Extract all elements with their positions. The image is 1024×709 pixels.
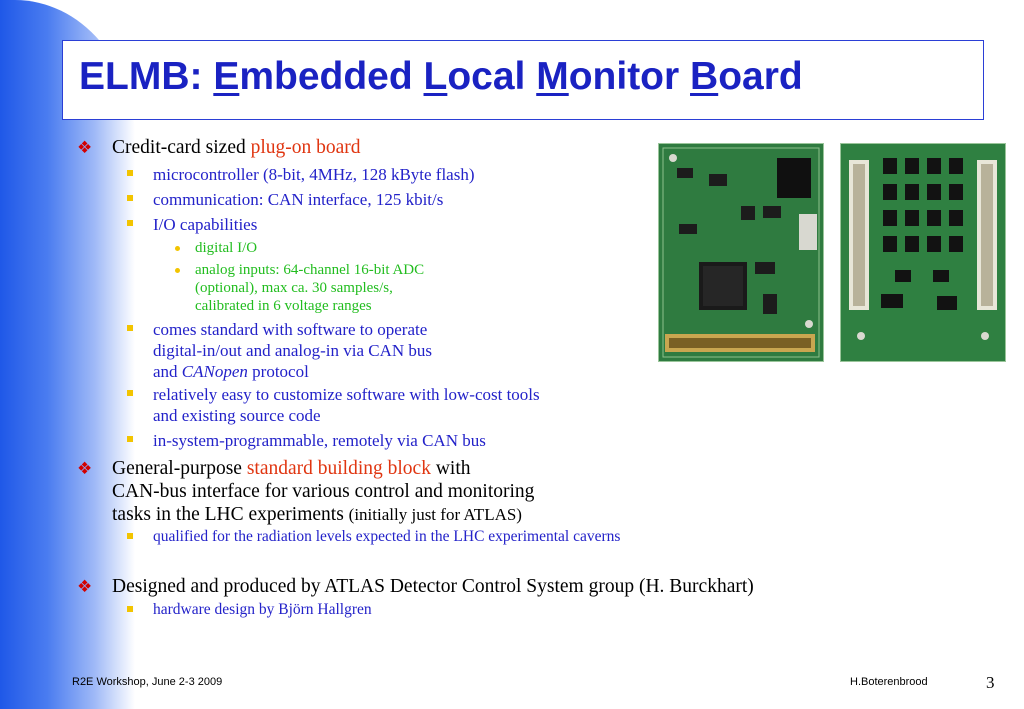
footer-author: H.Boterenbrood bbox=[850, 676, 928, 688]
bullet-general-purpose: ❖ General-purpose standard building bloc… bbox=[77, 458, 471, 479]
sub-bullet-communication: communication: CAN interface, 125 kbit/s bbox=[127, 190, 443, 210]
square-bullet-icon bbox=[127, 436, 133, 442]
software-continuation-2: and CANopen protocol bbox=[153, 362, 309, 381]
sub-sub-bullet-analog: analog inputs: 64-channel 16-bit ADC bbox=[175, 262, 424, 279]
square-bullet-icon bbox=[127, 170, 133, 176]
sub-bullet-software: comes standard with software to operate bbox=[127, 320, 427, 340]
page-number: 3 bbox=[986, 673, 995, 692]
bullet-designed-by: ❖Designed and produced by ATLAS Detector… bbox=[77, 576, 754, 597]
footer-event: R2E Workshop, June 2-3 2009 bbox=[72, 676, 223, 688]
sub-bullet-microcontroller: microcontroller (8-bit, 4MHz, 128 kByte … bbox=[127, 165, 475, 185]
diamond-bullet-icon: ❖ bbox=[77, 577, 93, 597]
analog-continuation-2: calibrated in 6 voltage ranges bbox=[195, 298, 372, 314]
elmb-board-top-photo bbox=[658, 143, 824, 362]
bullet-credit-card: ❖ Credit-card sized plug-on board bbox=[77, 137, 361, 158]
square-bullet-icon bbox=[127, 606, 133, 612]
dot-bullet-icon bbox=[175, 268, 180, 273]
sub-bullet-isp: in-system-programmable, remotely via CAN… bbox=[127, 431, 486, 451]
analog-continuation-1: (optional), max ca. 30 samples/s, bbox=[195, 280, 393, 296]
diamond-bullet-icon: ❖ bbox=[77, 138, 93, 158]
title-frame: ELMB: Embedded Local Monitor Board bbox=[62, 40, 984, 120]
square-bullet-icon bbox=[127, 325, 133, 331]
sub-sub-bullet-digital: digital I/O bbox=[175, 240, 257, 257]
square-bullet-icon bbox=[127, 220, 133, 226]
customize-continuation: and existing source code bbox=[153, 406, 321, 425]
software-continuation-1: digital-in/out and analog-in via CAN bus bbox=[153, 341, 433, 360]
general-purpose-continuation-2: tasks in the LHC experiments (initially … bbox=[112, 504, 522, 525]
dot-bullet-icon bbox=[175, 246, 180, 251]
square-bullet-icon bbox=[127, 533, 133, 539]
elmb-board-bottom-photo bbox=[840, 143, 1006, 362]
sub-bullet-customize: relatively easy to customize software wi… bbox=[127, 385, 540, 405]
sub-bullet-hardware: hardware design by Björn Hallgren bbox=[127, 601, 372, 619]
slide-title: ELMB: Embedded Local Monitor Board bbox=[79, 55, 803, 98]
general-purpose-continuation-1: CAN-bus interface for various control an… bbox=[112, 481, 535, 502]
sub-bullet-io: I/O capabilities bbox=[127, 215, 257, 235]
sub-bullet-radiation: qualified for the radiation levels expec… bbox=[127, 528, 620, 546]
square-bullet-icon bbox=[127, 195, 133, 201]
diamond-bullet-icon: ❖ bbox=[77, 459, 93, 479]
square-bullet-icon bbox=[127, 390, 133, 396]
